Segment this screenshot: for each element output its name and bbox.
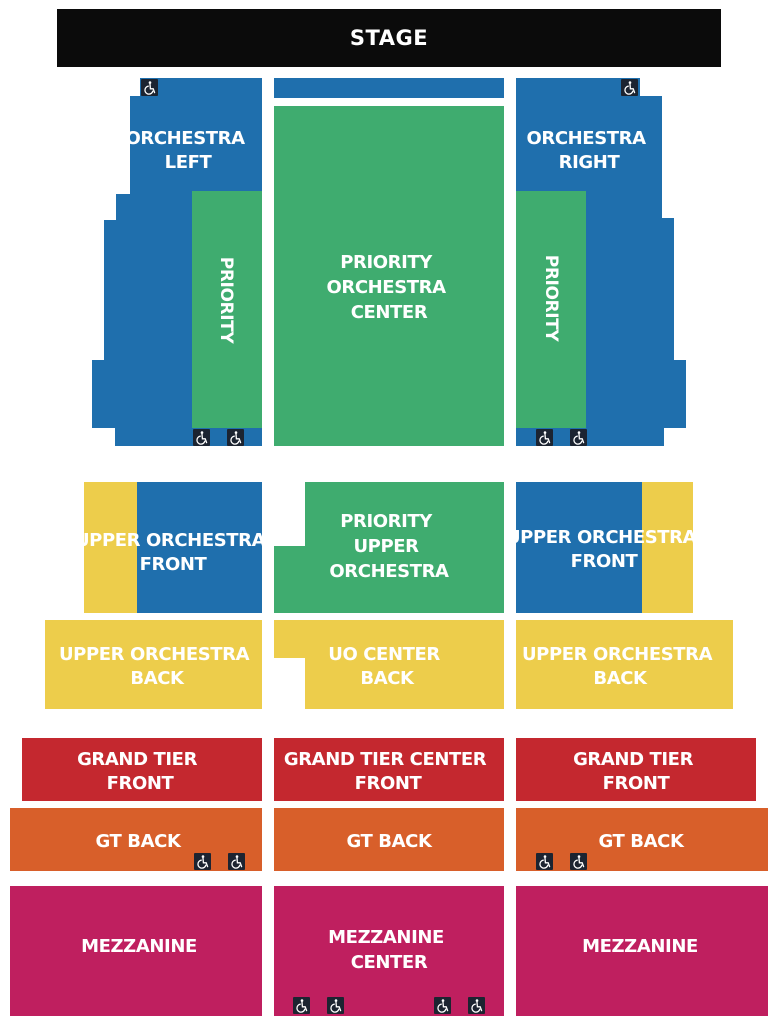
mezzanine-right-shape [516,886,768,1016]
wheelchair-icon [536,429,553,446]
section-upper-orchestra-front-right[interactable]: UPPER ORCHESTRA FRONT [506,482,702,613]
uo-center-back-shape [274,620,504,709]
section-mezzanine-left[interactable]: MEZZANINE [10,886,262,1016]
priority-orchestra-center-label: PRIORITY ORCHESTRA CENTER [326,252,451,323]
priority-left-label: PRIORITY [216,257,236,345]
wheelchair-icon [621,79,638,96]
orchestra-left-label: ORCHESTRA LEFT [125,128,250,173]
section-upper-orchestra-front-left[interactable]: UPPER ORCHESTRA FRONT [75,482,271,613]
upper-orchestra-back-left-label: UPPER ORCHESTRA BACK [59,644,255,689]
upper-orchestra-back-left-shape [45,620,262,709]
section-mezzanine-right[interactable]: MEZZANINE [516,886,768,1016]
upper-orchestra-front-right-yellow [642,482,693,613]
stage: STAGE [57,9,721,67]
wheelchair-icon [293,997,310,1014]
wheelchair-icon [193,429,210,446]
wheelchair-icon [327,997,344,1014]
uo-center-back-label: UO CENTER BACK [328,644,445,689]
wheelchair-icon [570,853,587,870]
section-priority-orchestra-center[interactable]: PRIORITY ORCHESTRA CENTER [274,106,504,446]
section-gt-back-right[interactable]: GT BACK [516,808,768,871]
upper-orchestra-front-left-yellow [84,482,137,613]
priority-right-label: PRIORITY [541,255,561,343]
mezzanine-left-label: MEZZANINE [81,936,197,957]
wheelchair-icon [434,997,451,1014]
section-gt-back-left[interactable]: GT BACK [10,808,262,871]
section-priority-right[interactable]: PRIORITY [516,191,586,428]
gt-back-center-shape [274,808,504,871]
priority-left-shape [192,191,262,428]
gt-back-center-label: GT BACK [346,831,432,852]
mezzanine-center-shape [274,886,504,1016]
section-priority-upper-orchestra[interactable]: PRIORITY UPPER ORCHESTRA [274,482,504,613]
upper-orchestra-back-right-label: UPPER ORCHESTRA BACK [522,644,718,689]
section-upper-orchestra-back-left[interactable]: UPPER ORCHESTRA BACK [45,620,262,709]
wheelchair-icon [194,853,211,870]
section-grand-tier-front-left[interactable]: GRAND TIER FRONT [22,738,262,801]
grand-tier-center-front-label: GRAND TIER CENTER FRONT [284,749,492,794]
section-grand-tier-front-right[interactable]: GRAND TIER FRONT [516,738,756,801]
upper-orchestra-back-right-shape [516,620,733,709]
mezzanine-right-label: MEZZANINE [582,936,698,957]
accessible-seating-markers [141,79,638,1014]
stage-label: STAGE [350,26,428,50]
gt-back-right-shape [516,808,768,871]
section-grand-tier-center-front[interactable]: GRAND TIER CENTER FRONT [274,738,504,801]
mezzanine-center-label: MEZZANINE CENTER [328,927,450,973]
section-priority-left[interactable]: PRIORITY [192,191,262,428]
upper-orchestra-front-right-blue [516,482,642,613]
orchestra-center-front-row[interactable] [274,78,504,98]
gt-back-left-shape [10,808,262,871]
wheelchair-icon [227,429,244,446]
upper-orchestra-front-left-label: UPPER ORCHESTRA FRONT [75,530,271,575]
wheelchair-icon [536,853,553,870]
grand-tier-front-right-label: GRAND TIER FRONT [573,749,699,794]
upper-orchestra-front-right-label: UPPER ORCHESTRA FRONT [506,527,702,572]
wheelchair-icon [141,79,158,96]
gt-back-right-label: GT BACK [598,831,684,852]
priority-upper-orchestra-label: PRIORITY UPPER ORCHESTRA [329,511,449,582]
upper-orchestra-front-left-blue [137,482,262,613]
gt-back-left-label: GT BACK [95,831,181,852]
section-gt-back-center[interactable]: GT BACK [274,808,504,871]
wheelchair-icon [228,853,245,870]
grand-tier-front-right-shape [516,738,756,801]
priority-orchestra-center-shape [274,106,504,446]
stage-block [57,9,721,67]
priority-upper-orchestra-shape [274,482,504,613]
grand-tier-front-left-shape [22,738,262,801]
section-upper-orchestra-back-right[interactable]: UPPER ORCHESTRA BACK [516,620,733,709]
grand-tier-center-front-shape [274,738,504,801]
section-uo-center-back[interactable]: UO CENTER BACK [274,620,504,709]
section-mezzanine-center[interactable]: MEZZANINE CENTER [274,886,504,1016]
mezzanine-left-shape [10,886,262,1016]
wheelchair-icon [570,429,587,446]
orchestra-right-label: ORCHESTRA RIGHT [526,128,651,173]
grand-tier-front-left-label: GRAND TIER FRONT [77,749,203,794]
priority-right-shape [516,191,586,428]
wheelchair-icon [468,997,485,1014]
